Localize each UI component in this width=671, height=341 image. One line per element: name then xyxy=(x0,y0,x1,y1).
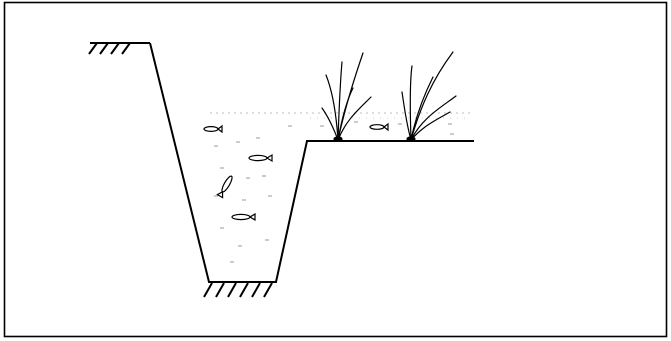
fish xyxy=(249,155,272,161)
fish xyxy=(204,126,222,132)
bottom-ground-hatch xyxy=(204,283,272,297)
fish xyxy=(217,175,234,198)
reeds xyxy=(402,52,456,141)
fish xyxy=(232,214,255,220)
top-ground-hatch xyxy=(89,43,150,54)
fish xyxy=(370,124,388,130)
water-texture xyxy=(214,122,454,262)
trench-profile xyxy=(150,43,474,282)
diagram-frame xyxy=(5,3,667,337)
reeds xyxy=(322,53,371,141)
